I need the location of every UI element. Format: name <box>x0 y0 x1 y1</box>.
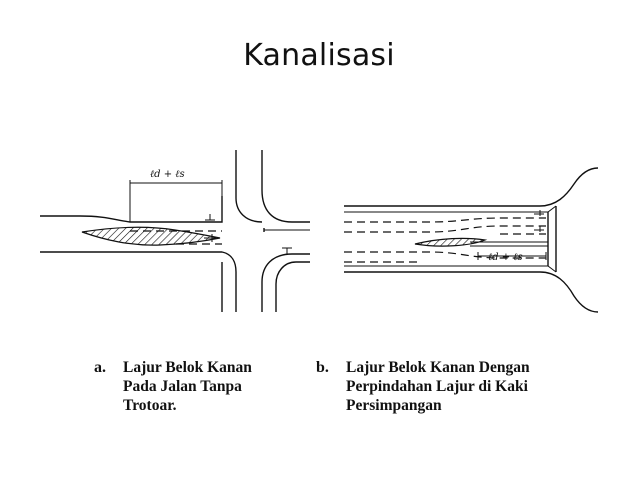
figure-b-road-edge-top <box>344 167 599 207</box>
figure-a-caption-letter: a. <box>94 359 106 376</box>
figure-a-dimension-bracket <box>129 180 223 222</box>
figure-b-turn-arrow-2 <box>534 226 544 232</box>
figure-b-intersection <box>344 167 599 313</box>
figure-a-intersection <box>40 150 310 312</box>
figure-a-dimension-label: ℓd + ℓs <box>150 169 185 180</box>
figure-b-channel-island <box>414 237 488 247</box>
figure-b-dimension-label: ℓd + ℓs <box>488 252 523 263</box>
figure-a-right-road-bottom <box>261 253 310 312</box>
figure-b-lane-line-1 <box>344 217 546 223</box>
figure-b-lane-line-2 <box>344 225 546 233</box>
figure-a-stop-mark <box>205 214 215 221</box>
figure-a-caption-line-2: Pada Jalan Tanpa <box>123 378 242 395</box>
figure-b-dimension-bracket <box>477 252 547 260</box>
figure-b-caption-line-1: Lajur Belok Kanan Dengan <box>346 359 530 376</box>
figure-b-curb-bottom <box>344 265 557 273</box>
figure-b-road-edge-bottom <box>344 271 599 313</box>
figure-a-curb-lower-right <box>275 261 310 312</box>
figure-b-caption-line-2: Perpindahan Lajur di Kaki <box>346 378 529 395</box>
figure-b-caption-letter: b. <box>316 359 329 376</box>
figure-a-road-edge-bottom <box>40 251 237 312</box>
figure-a-side-road-left-upper <box>235 150 263 223</box>
figure-a-channel-island <box>81 226 221 246</box>
figure-b-turn-arrow-1 <box>534 210 544 216</box>
figure-b-curb-top <box>344 205 557 213</box>
figure-b-lane-line-4 <box>344 251 546 259</box>
slide-title: Kanalisasi <box>243 38 395 73</box>
figure-a-side-road-right-upper <box>261 150 310 223</box>
figure-a-caption-line-1: Lajur Belok Kanan <box>123 359 252 376</box>
figure-a-right-road-mark <box>282 247 292 254</box>
figure-b-caption-line-3: Persimpangan <box>346 397 442 414</box>
figure-a-road-edge-top <box>40 196 223 223</box>
figure-a-turn-arrow <box>204 234 216 242</box>
figure-a-caption-line-3: Trotoar. <box>123 397 177 414</box>
